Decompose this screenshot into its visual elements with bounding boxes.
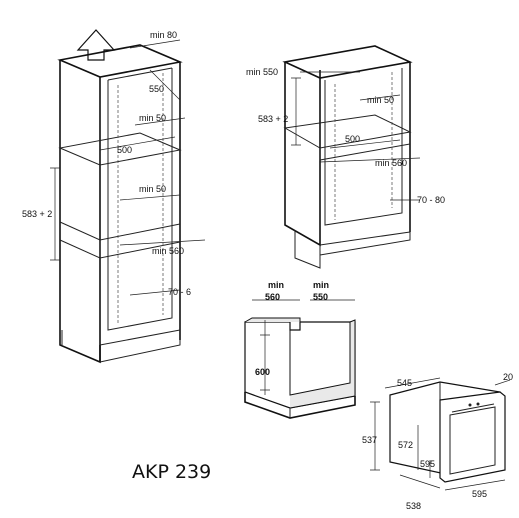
wall-min-depth: min 550 bbox=[246, 67, 278, 77]
column-min-top: min 80 bbox=[150, 30, 177, 40]
wall-min-top: min 50 bbox=[367, 95, 394, 105]
column-min-width: min 560 bbox=[152, 246, 184, 256]
model-name: AKP 239 bbox=[132, 461, 211, 483]
ventilation-arrow-icon bbox=[76, 29, 116, 61]
wall-shelf-width: 500 bbox=[345, 134, 360, 144]
wall-height-opening: 583 + 2 bbox=[258, 114, 288, 124]
wall-cabinet bbox=[282, 45, 421, 269]
wall-min-width: min 560 bbox=[375, 158, 407, 168]
oven-depth: 545 bbox=[397, 378, 412, 388]
column-min-mid: min 50 bbox=[139, 184, 166, 194]
wall-base-gap: 70 - 80 bbox=[417, 195, 445, 205]
oven-bottom-depth: 538 bbox=[406, 501, 421, 511]
undercounter-width: 560 bbox=[265, 292, 280, 302]
undercounter-niche bbox=[244, 299, 356, 419]
column-depth: 550 bbox=[149, 84, 164, 94]
column-height-opening: 583 + 2 bbox=[22, 209, 52, 219]
undercounter-height: 600 bbox=[255, 367, 270, 377]
undercounter-min-depth-word: min bbox=[313, 280, 329, 290]
oven-front: 20 bbox=[503, 372, 513, 382]
column-min-upper: min 50 bbox=[139, 113, 166, 123]
undercounter-depth: 550 bbox=[313, 292, 328, 302]
column-cabinet bbox=[50, 29, 206, 364]
undercounter-min-width-word: min bbox=[268, 280, 284, 290]
oven-height-front: 595 bbox=[420, 459, 435, 469]
oven bbox=[370, 377, 511, 491]
column-base-gap: 70 - 6 bbox=[168, 287, 191, 297]
column-shelf-width: 500 bbox=[117, 145, 132, 155]
oven-width: 595 bbox=[472, 489, 487, 499]
oven-height-inner: 572 bbox=[398, 440, 413, 450]
oven-height-outer: 537 bbox=[362, 435, 377, 445]
